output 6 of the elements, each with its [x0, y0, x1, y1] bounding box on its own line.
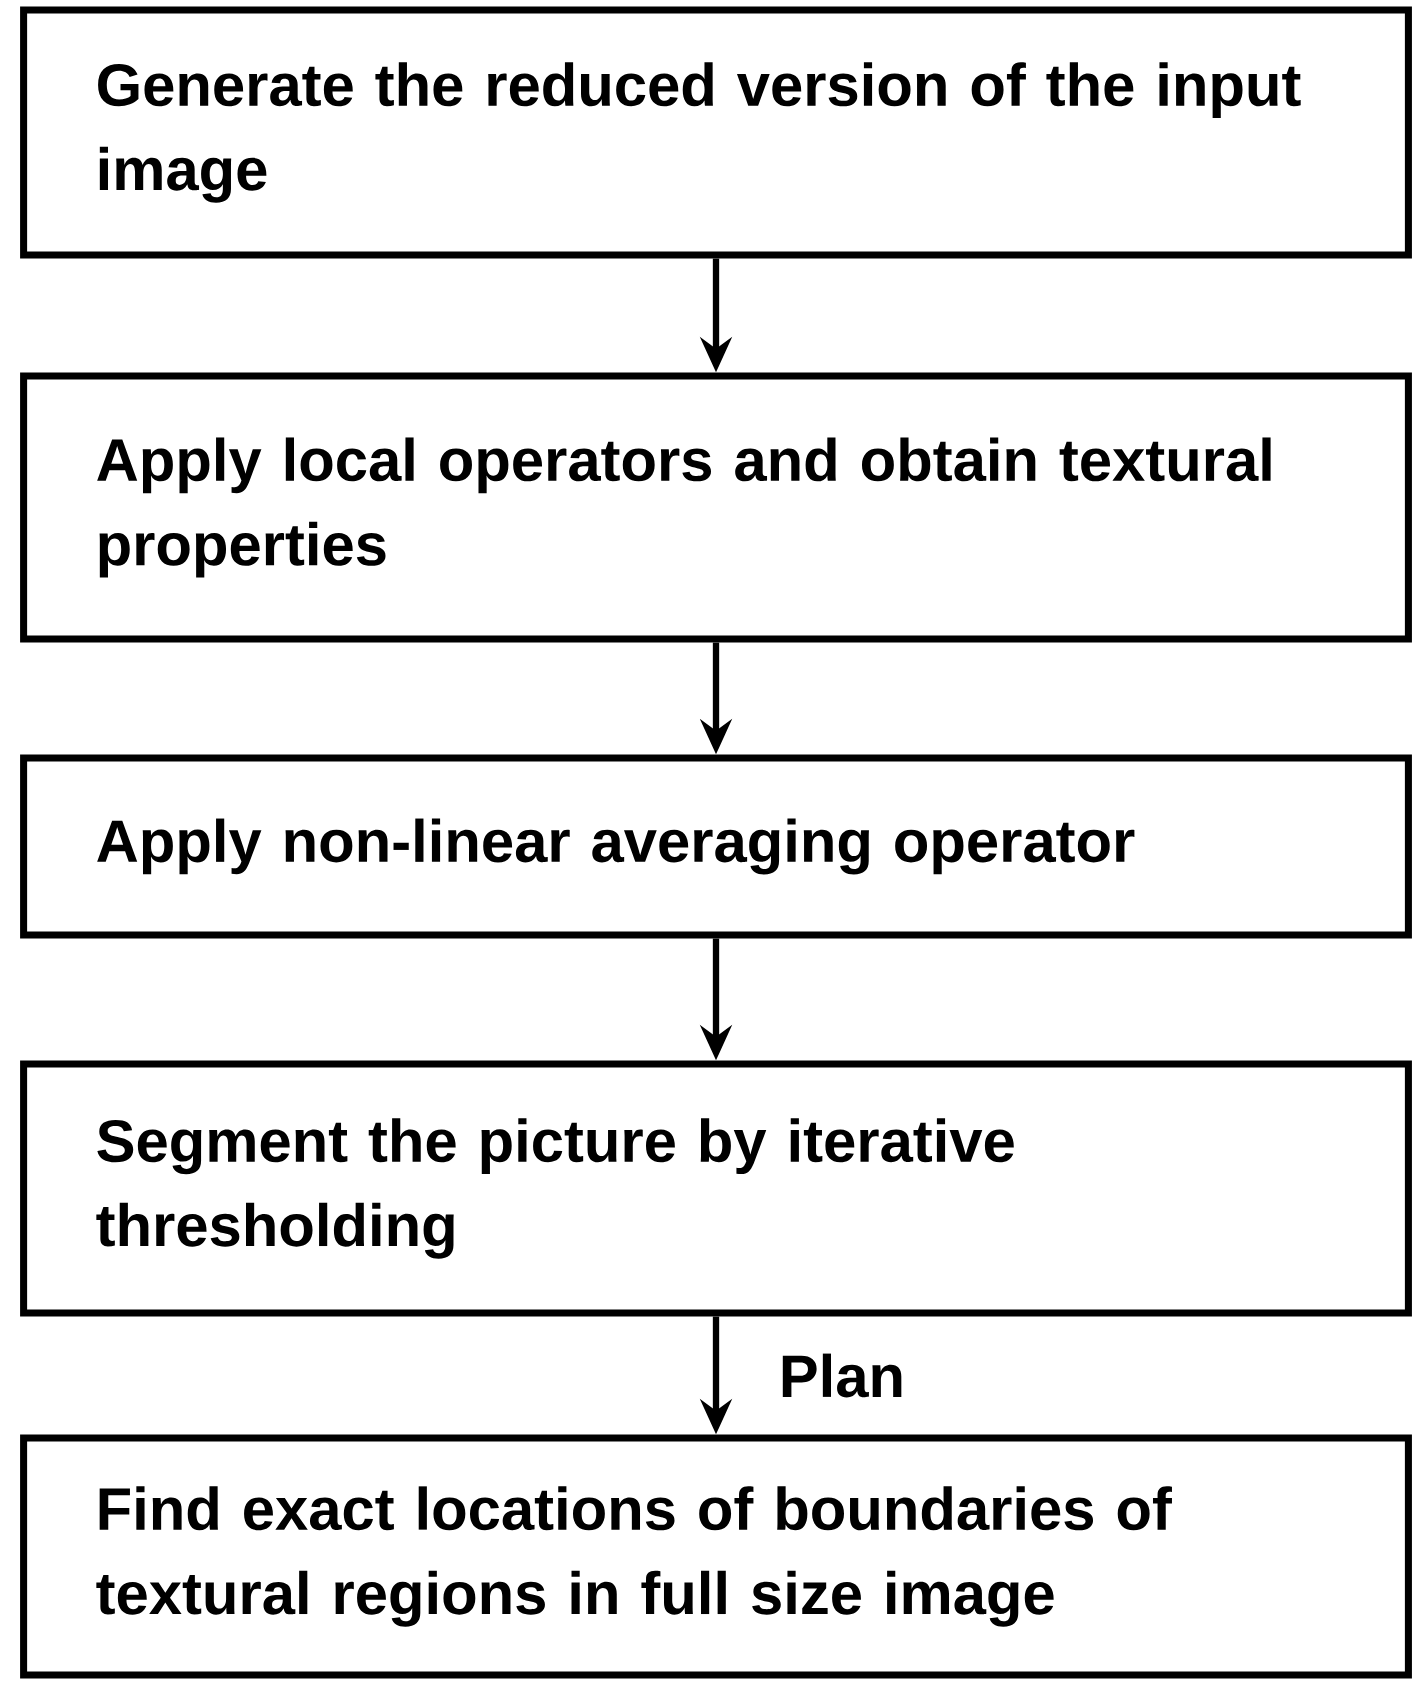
process-box: Generate the reduced version of the input image [20, 6, 1412, 259]
edge-label: Plan [771, 1346, 913, 1405]
process-box: Find exact locations of boundaries of textural regions in full size image [20, 1434, 1412, 1679]
process-box: Apply non-linear averaging operator [20, 754, 1412, 939]
process-box: Apply local operators and obtain textural properties [20, 372, 1412, 643]
process-box: Segment the picture by iterative thresholding [20, 1060, 1412, 1317]
